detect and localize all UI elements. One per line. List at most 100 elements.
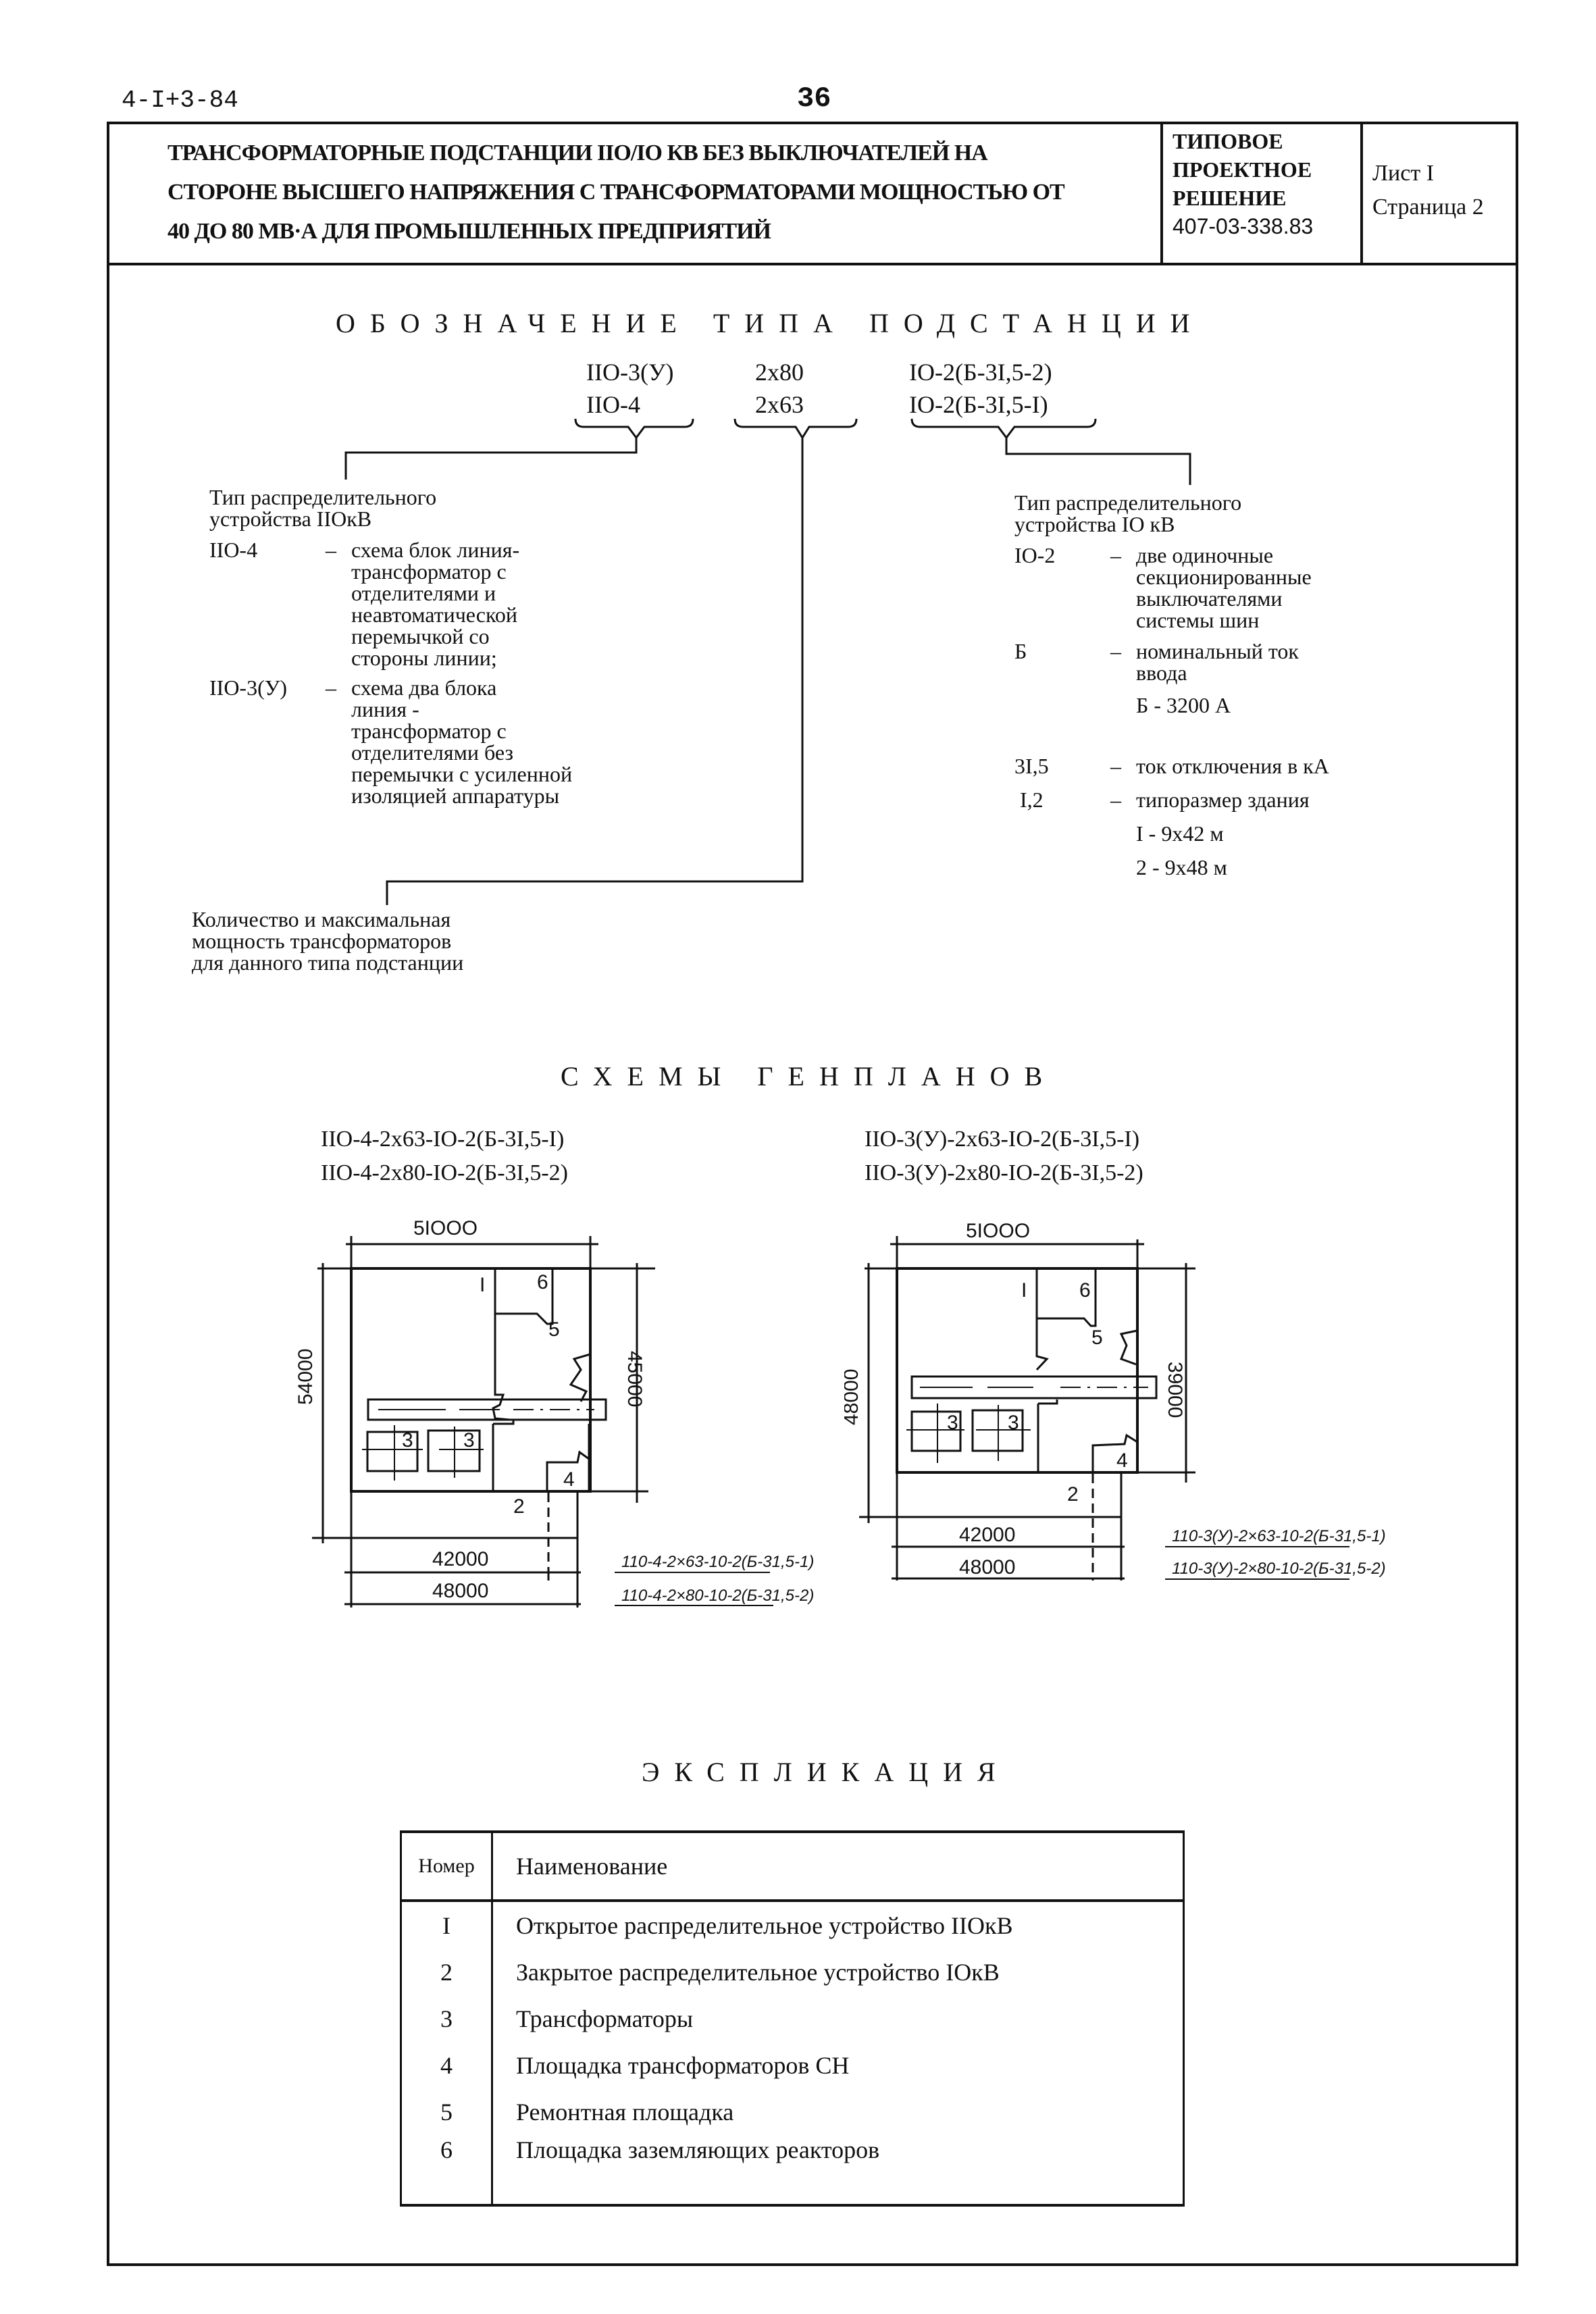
def-text: схема два блока линия - трансформатор с … — [351, 677, 572, 806]
variant-label: 110-3(У)-2×63-10-2(Б-31,5-1) — [1172, 1527, 1386, 1545]
brace-icon — [910, 418, 1097, 440]
lv-heading-line: устройства IO кВ — [1014, 512, 1175, 536]
row-number: 3 — [400, 1995, 493, 2042]
area-label-4: 4 — [1116, 1449, 1128, 1472]
def-dash: – — [1110, 639, 1121, 663]
def-line: стороны линии; — [351, 646, 497, 670]
def-key: IIO-4 — [209, 538, 258, 562]
width-dimension: 5IOOO — [966, 1220, 1030, 1242]
def-line: 2 - 9х48 м — [1136, 855, 1227, 879]
def-line: I - 9х42 м — [1136, 821, 1224, 846]
power-code-2: 2х63 — [755, 391, 804, 418]
solution-line: ТИПОВОЕ — [1173, 129, 1283, 153]
bottom-dimension: 48000 — [959, 1556, 1015, 1578]
lv-switchgear-description: Тип распределительного устройства IO кВ … — [1014, 492, 1487, 878]
def-line: перемычки с усиленной — [351, 762, 573, 786]
area-label-3: 3 — [947, 1412, 958, 1434]
table-row: I Открытое распределительное устройство … — [400, 1901, 1185, 1949]
hv-heading-line: устройства IIOкВ — [209, 507, 372, 531]
row-name: Площадка трансформаторов СН — [491, 2042, 1185, 2088]
def-line: изоляцией аппаратуры — [351, 783, 560, 808]
def-text: номинальный ток ввода Б - 3200 А — [1136, 640, 1299, 716]
site-plans-heading: СХЕМЫ ГЕНПЛАНОВ — [561, 1061, 1058, 1091]
explication-table: Номер Наименование I Открытое распредели… — [400, 1830, 1185, 2207]
row-number: I — [400, 1901, 493, 1949]
solution-line: ПРОЕКТНОЕ — [1173, 157, 1312, 182]
plan2-caption: IIO-3(У)-2х63-IO-2(Б-3I,5-I) — [865, 1127, 1140, 1152]
row-name: Трансформаторы — [491, 1995, 1185, 2042]
variant-label: 110-3(У)-2×80-10-2(Б-31,5-2) — [1172, 1560, 1386, 1578]
area-label-6: 6 — [537, 1271, 548, 1293]
def-line: схема блок линия- — [351, 538, 520, 562]
def-line: две одиночные — [1136, 543, 1274, 567]
hv-code-2: IIO-4 — [586, 391, 640, 418]
def-line: перемычкой со — [351, 624, 490, 648]
area-label-3: 3 — [463, 1429, 475, 1451]
plan1-caption: IIO-4-2х63-IO-2(Б-3I,5-I) — [321, 1127, 565, 1152]
def-key: IO-2 — [1014, 543, 1056, 567]
width-dimension: 5IOOO — [413, 1217, 478, 1239]
power-description: Количество и максимальная мощность транс… — [192, 908, 665, 973]
table-row: 6 Площадка заземляющих реакторов — [400, 2135, 1185, 2207]
height-dimension: 54000 — [297, 1349, 317, 1405]
inner-height-dimension: 45000 — [623, 1351, 646, 1407]
sheet-label: Лист I — [1372, 161, 1435, 186]
table-row: 5 Ремонтная площадка — [400, 2088, 1185, 2135]
lv-heading-line: Тип распределительного — [1014, 490, 1242, 515]
row-name: Закрытое распределительное устройство IO… — [491, 1949, 1185, 1995]
table-header-row: Номер Наименование — [400, 1830, 1185, 1902]
def-dash: – — [326, 675, 336, 700]
row-number: 2 — [400, 1949, 493, 1995]
area-label-2: 2 — [1067, 1483, 1079, 1506]
def-line: отделителями и — [351, 581, 496, 605]
table-row: 3 Трансформаторы — [400, 1995, 1185, 2042]
lv-definition: I,2 – типоразмер здания I - 9х42 м 2 - 9… — [1014, 789, 1487, 878]
def-text: схема блок линия- трансформатор с отдели… — [351, 539, 519, 669]
bottom-dimension: 42000 — [959, 1524, 1015, 1546]
row-name: Площадка заземляющих реакторов — [491, 2135, 1185, 2207]
hv-definition: IIO-3(У) – схема два блока линия - транс… — [209, 677, 723, 806]
power-line: Количество и максимальная — [192, 907, 451, 931]
def-line: линия - — [351, 697, 419, 721]
def-text: типоразмер здания I - 9х42 м 2 - 9х48 м — [1136, 789, 1310, 878]
area-label-5: 5 — [1091, 1327, 1103, 1349]
area-label-1: I — [480, 1274, 485, 1296]
def-key: IIO-3(У) — [209, 675, 288, 700]
area-label-6: 6 — [1079, 1279, 1091, 1302]
row-number: 6 — [400, 2135, 493, 2207]
def-line: номинальный ток — [1136, 639, 1299, 663]
brace-icon — [574, 418, 694, 440]
def-line: системы шин — [1136, 608, 1260, 632]
column-header-name: Наименование — [491, 1830, 1185, 1902]
def-line: отделителями без — [351, 740, 514, 765]
def-line: ввода — [1136, 661, 1187, 685]
def-dash: – — [1110, 788, 1121, 812]
explication-heading: ЭКСПЛИКАЦИЯ — [642, 1757, 1010, 1787]
lv-definition: Б – номинальный ток ввода Б - 3200 А — [1014, 640, 1487, 716]
area-label-3: 3 — [1008, 1412, 1019, 1434]
site-plan-1: 5IOOO 54000 45000 I 6 5 3 3 4 2 42000 48… — [297, 1217, 814, 1608]
solution-number: 407-03-338.83 — [1173, 214, 1314, 238]
table-row: 4 Площадка трансформаторов СН — [400, 2042, 1185, 2088]
title-block: ТРАНСФОРМАТОРНЫЕ ПОДСТАНЦИИ IIO/IO КВ БЕ… — [107, 122, 1518, 265]
document-title: ТРАНСФОРМАТОРНЫЕ ПОДСТАНЦИИ IIO/IO КВ БЕ… — [168, 134, 1147, 251]
area-label-5: 5 — [548, 1318, 560, 1341]
site-plan-2: 5IOOO 48000 39000 I 6 5 3 3 4 2 42000 48… — [844, 1220, 1386, 1580]
row-number: 4 — [400, 2042, 493, 2088]
solution-line: РЕШЕНИЕ — [1173, 186, 1287, 210]
page-frame — [107, 122, 1518, 2266]
bottom-dimension: 48000 — [432, 1580, 488, 1602]
variant-label: 110-4-2×63-10-2(Б-31,5-1) — [621, 1553, 814, 1571]
def-line: неавтоматической — [351, 602, 518, 627]
def-line: выключателями — [1136, 586, 1283, 611]
def-line: секционированные — [1136, 565, 1312, 589]
standard-solution-cell: ТИПОВОЕ ПРОЕКТНОЕ РЕШЕНИЕ 407-03-338.83 — [1160, 122, 1363, 263]
area-label-3: 3 — [402, 1429, 413, 1451]
def-line: схема два блока — [351, 675, 497, 700]
lv-definition: IO-2 – две одиночные секционированные вы… — [1014, 544, 1487, 631]
page-number: 36 — [797, 82, 831, 115]
lv-definition: 3I,5 – ток отключения в кА — [1014, 755, 1487, 777]
height-dimension: 48000 — [844, 1369, 863, 1425]
def-text: ток отключения в кА — [1136, 755, 1329, 777]
def-line: Б - 3200 А — [1136, 693, 1231, 717]
